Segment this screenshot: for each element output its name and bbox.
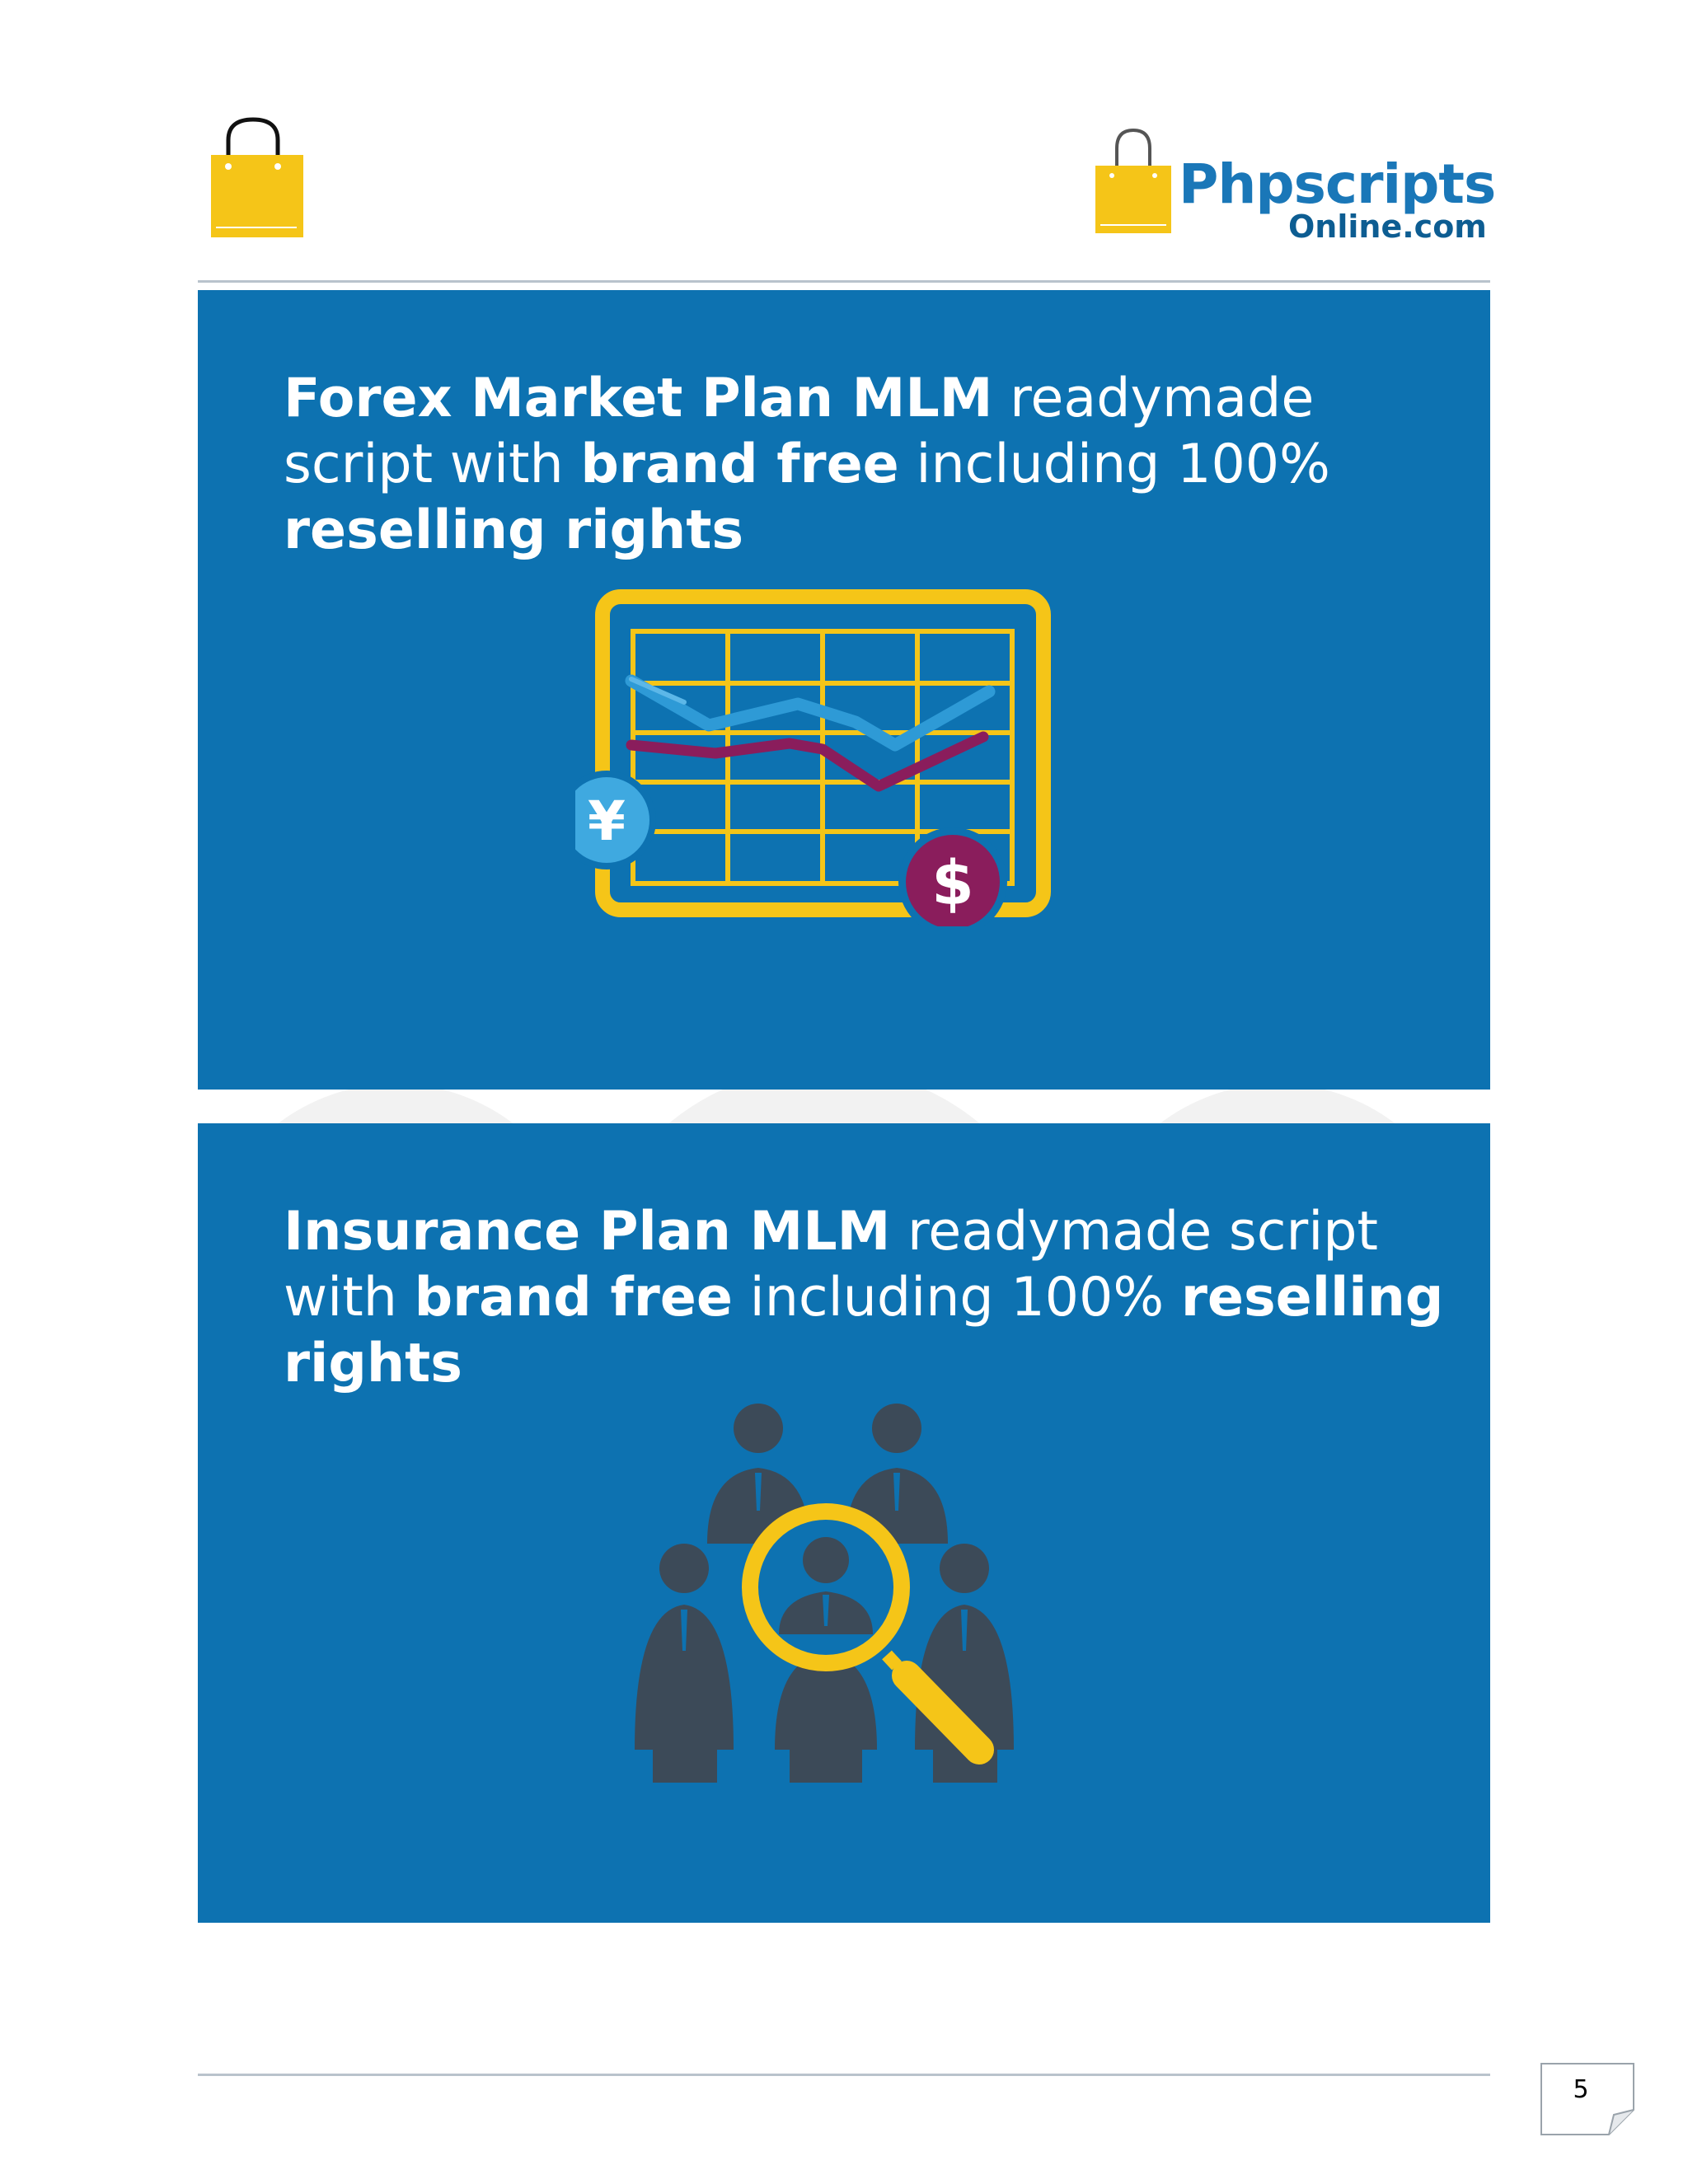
brand-suffix: Online.com xyxy=(1288,209,1487,245)
yen-symbol: ¥ xyxy=(588,790,626,853)
forex-plan-panel: Forex Market Plan MLM readymade script w… xyxy=(198,290,1490,1090)
insurance-plan-title: Insurance Plan MLM readymade script with… xyxy=(284,1201,1444,1394)
header-divider xyxy=(198,280,1490,283)
forex-plan-title: Forex Market Plan MLM readymade script w… xyxy=(284,368,1330,561)
brand-name: Phpscripts xyxy=(1179,152,1496,216)
left-logo xyxy=(208,115,307,247)
shopping-bag-icon xyxy=(1095,128,1171,233)
footer-divider xyxy=(198,2074,1490,2076)
people-search-icon xyxy=(635,1387,1022,1803)
page-number: 5 xyxy=(1573,2075,1589,2104)
shopping-bag-icon xyxy=(211,117,303,237)
dollar-symbol: $ xyxy=(931,848,974,919)
background-watermark xyxy=(247,1063,1442,1137)
brand-logo: Phpscripts Online.com xyxy=(1092,128,1496,251)
insurance-plan-panel: Insurance Plan MLM readymade script with… xyxy=(198,1123,1490,1923)
forex-chart-icon: ¥ $ xyxy=(557,580,1086,936)
page-number-tab: 5 xyxy=(1540,2062,1635,2136)
